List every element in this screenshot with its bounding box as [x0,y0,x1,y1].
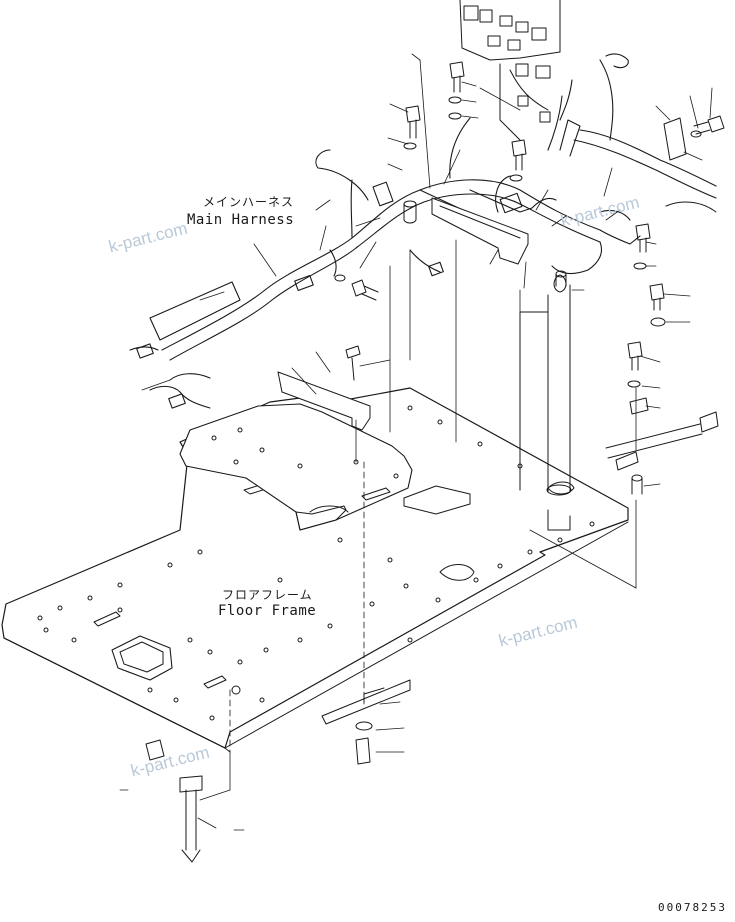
floor-frame-label-en: Floor Frame [218,603,317,619]
bolt [693,115,725,135]
leader-lines [119,81,713,831]
bolt [511,139,527,171]
main-harness [129,53,717,409]
bolt [635,223,651,253]
right-harness-branch [605,117,719,471]
bolt [351,279,379,301]
screw [345,345,361,381]
bolt [405,105,421,139]
fuse-relay-box [459,0,561,141]
bolt [449,61,465,93]
bolt [627,341,643,371]
main-harness-label-jp: メインハーネス [203,195,295,209]
bolt [355,737,371,765]
main-harness-label-en: Main Harness [187,212,295,228]
platform-plate [179,403,413,531]
drawing-number: 00078253 [658,901,727,914]
assembly-lines [199,53,637,801]
harness-bracket [277,197,529,431]
sensor-rod [145,739,203,863]
floor-frame-label-jp: フロアフレーム [222,588,313,602]
bolt [649,283,665,311]
mounting-holes [37,405,595,721]
fasteners [334,61,725,765]
